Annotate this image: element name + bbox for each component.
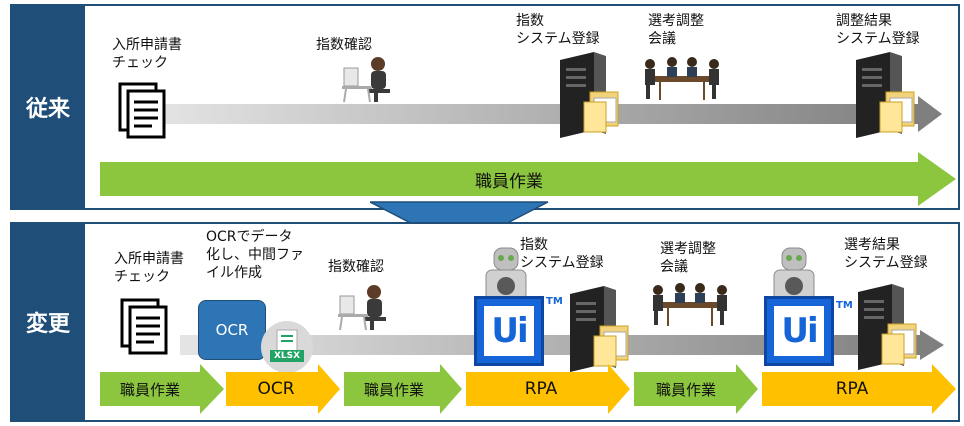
ocr-box: OCR xyxy=(198,300,266,360)
after-segment-arrow-4 xyxy=(466,364,630,414)
before-step-2-text: 指数確認 xyxy=(316,37,372,53)
before-step-1-text: 入所申請書 チェック xyxy=(112,37,182,71)
before-step-4-text: 選考調整 会議 xyxy=(648,13,704,47)
after-step-6: 選考結果 システム登録 xyxy=(844,236,928,272)
before-step-1: 入所申請書 チェック xyxy=(112,36,182,72)
trademark-mark: TM xyxy=(836,300,853,311)
after-step-5: 選考調整 会議 xyxy=(660,240,716,276)
after-step-6-text: 選考結果 システム登録 xyxy=(844,237,928,271)
before-staff-arrow xyxy=(100,152,956,206)
after-segment-arrow-5-label: 職員作業 xyxy=(655,380,716,399)
server-icon xyxy=(858,284,917,370)
meeting-icon xyxy=(653,283,727,326)
after-step-5-text: 選考調整 会議 xyxy=(660,241,716,275)
uipath-logo-icon: Ui xyxy=(764,296,834,366)
before-step-4: 選考調整 会議 xyxy=(648,12,704,48)
after-step-3: 指数確認 xyxy=(328,258,384,276)
after-step-2-text: OCRでデータ 化し、中間ファ イル作成 xyxy=(206,229,304,281)
trademark-mark: TM xyxy=(546,296,563,307)
excel-file-label: XLSX xyxy=(273,351,301,361)
uipath-logo-text: Ui xyxy=(774,306,824,356)
ocr-box-label: OCR xyxy=(215,321,249,339)
person-at-computer-icon xyxy=(338,285,386,330)
before-staff-arrow-label: 職員作業 xyxy=(475,171,543,192)
document-icon xyxy=(120,298,168,355)
meeting-icon xyxy=(645,57,719,100)
after-segment-arrow-6 xyxy=(762,364,956,414)
before-step-5: 調整結果 システム登録 xyxy=(836,12,920,48)
person-at-computer-icon xyxy=(342,57,390,102)
after-step-1-text: 入所申請書 チェック xyxy=(114,251,184,285)
before-step-2: 指数確認 xyxy=(316,36,372,54)
excel-file-icon xyxy=(261,321,313,373)
document-icon xyxy=(118,82,166,139)
after-segment-arrow-2 xyxy=(226,364,340,414)
server-icon xyxy=(570,286,629,372)
after-segment-arrow-6-label: RPA xyxy=(835,379,869,399)
after-step-1: 入所申請書 チェック xyxy=(114,250,184,286)
before-step-3: 指数 システム登録 xyxy=(516,12,600,48)
after-step-4-text: 指数 システム登録 xyxy=(520,237,604,271)
before-flow-arrow xyxy=(150,96,942,132)
after-segment-arrow-2-label: OCR xyxy=(257,379,295,399)
server-icon xyxy=(560,52,619,138)
uipath-logo-icon: Ui xyxy=(474,296,544,366)
before-row-label: 従来 xyxy=(11,5,85,209)
after-segment-arrow-3-label: 職員作業 xyxy=(363,380,424,399)
robot-icon xyxy=(773,247,815,301)
after-step-2: OCRでデータ 化し、中間ファ イル作成 xyxy=(206,228,304,282)
after-segment-arrow-1-label: 職員作業 xyxy=(119,380,180,399)
uipath-logo-text: Ui xyxy=(484,306,534,356)
before-step-5-text: 調整結果 システム登録 xyxy=(836,13,920,47)
server-icon xyxy=(856,52,915,138)
after-segment-arrow-4-label: RPA xyxy=(524,379,558,399)
after-flow-arrow xyxy=(180,330,944,360)
after-row-label: 変更 xyxy=(11,223,85,421)
after-segment-arrow-5 xyxy=(634,364,758,414)
before-step-3-text: 指数 システム登録 xyxy=(516,13,600,47)
after-step-3-text: 指数確認 xyxy=(328,259,384,275)
after-step-4: 指数 システム登録 xyxy=(520,236,604,272)
after-segment-arrow-1 xyxy=(100,364,224,414)
robot-icon xyxy=(485,247,527,301)
after-segment-arrow-3 xyxy=(344,364,462,414)
